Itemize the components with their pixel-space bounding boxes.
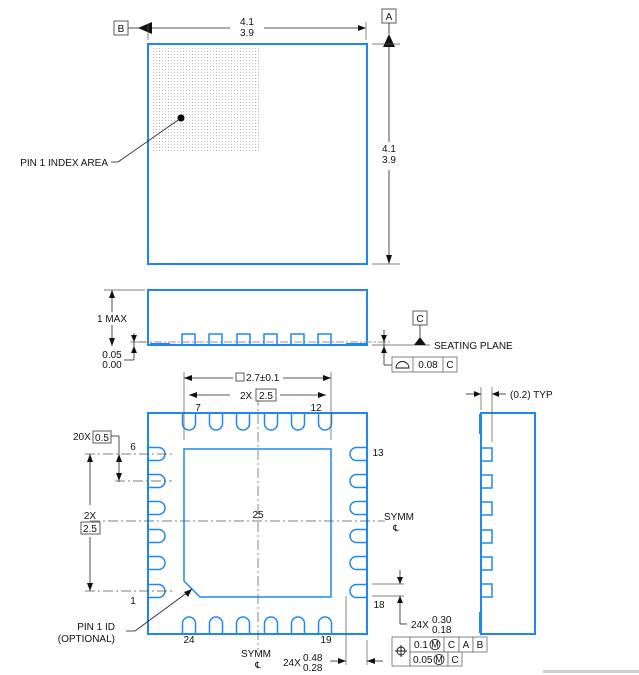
lead-pad	[290, 413, 306, 431]
lead-pad	[148, 555, 166, 571]
lead-length-max: 0.48	[303, 653, 323, 664]
flatness-datum: C	[446, 360, 453, 371]
lead-pad	[208, 413, 224, 431]
centerline-icon: ℄	[254, 660, 261, 670]
side-leads	[181, 333, 332, 346]
position-row2-datum-c: C	[451, 655, 458, 666]
datum-a-label: A	[386, 12, 393, 23]
left-span-value: 2.5	[83, 524, 97, 535]
lead-length-prefix: 24X	[283, 658, 301, 669]
position-control-frame: 0.1 M C A B 0.05 M C	[391, 636, 488, 667]
package-body-side	[147, 289, 368, 346]
bottom-leads	[148, 413, 367, 634]
pin-19-label: 19	[320, 635, 332, 646]
pin-25-label: 25	[252, 510, 264, 521]
pin-6-label: 6	[130, 442, 136, 453]
lead-pad	[317, 413, 333, 431]
pin1-id-line1: PIN 1 ID	[77, 622, 115, 633]
pin1-id-line2: (OPTIONAL)	[58, 634, 115, 645]
standoff-max: 0.05	[102, 350, 122, 361]
lead-pad	[317, 616, 333, 634]
flatness-control-frame: 0.08 C	[391, 356, 458, 373]
end-view: (0.2) TYP	[466, 387, 553, 635]
top-view: PIN 1 INDEX AREA B 4.1 3.9 A 4.1 3.9	[20, 8, 400, 265]
lead-length-min: 0.28	[303, 663, 323, 674]
lead-pad	[208, 616, 224, 634]
pin1-leader	[117, 117, 182, 163]
lead-pad	[181, 413, 197, 431]
lead-pad	[263, 413, 279, 431]
lead-pad	[349, 528, 367, 544]
side-view: 1 MAX 0.05 0.00 C SEATING PLANE 0.08 C	[97, 289, 513, 373]
lead-width-prefix: 24X	[411, 620, 429, 631]
position-icon	[395, 645, 407, 657]
side-height-label: 1 MAX	[97, 314, 127, 325]
datum-b-label: B	[118, 24, 125, 35]
lead-pad	[181, 616, 197, 634]
position-row1-value: 0.1	[414, 640, 428, 651]
datum-b-arrow-icon	[138, 22, 152, 34]
left-span-prefix: 2X	[84, 511, 97, 522]
symm-label-right: SYMM	[384, 512, 414, 523]
standoff-min: 0.00	[102, 360, 122, 371]
package-body-bottom	[147, 412, 368, 635]
pin-pitch-prefix: 20X	[73, 432, 91, 443]
pin-24-label: 24	[183, 635, 195, 646]
pin1-index-label: PIN 1 INDEX AREA	[20, 158, 108, 169]
exposed-pad	[183, 448, 332, 598]
lead-pad	[349, 473, 367, 489]
lead-pad	[349, 446, 367, 462]
profile-surface-icon	[395, 361, 410, 369]
pin-1-label: 1	[130, 596, 136, 607]
seating-plane-label: SEATING PLANE	[434, 341, 513, 352]
seating-plane-arrow-icon	[414, 337, 426, 345]
package-body-end	[480, 412, 536, 635]
symm-label-bottom: SYMM	[241, 649, 271, 660]
pin1-index-area	[151, 46, 259, 153]
end-view-typ-label: (0.2) TYP	[510, 390, 553, 401]
lead-pad	[349, 555, 367, 571]
square-symbol-icon	[235, 372, 245, 382]
bottom-view: 25 2.7±0.1 2X 2.5 7 12 20X 0.5 6	[58, 372, 488, 674]
datum-c-label: C	[416, 314, 423, 325]
centerline-icon: ℄	[392, 523, 399, 533]
lead-pad	[235, 616, 251, 634]
position-row2-value: 0.05	[413, 655, 433, 666]
mmc-modifier-icon: M	[431, 640, 439, 650]
height-min: 3.9	[382, 155, 396, 166]
pin-13-label: 13	[372, 448, 384, 459]
position-row1-datum-a: A	[463, 640, 470, 651]
end-leads	[480, 447, 493, 598]
package-body-top	[147, 43, 368, 265]
position-row1-datum-c: C	[448, 640, 455, 651]
mmc-modifier-icon: M	[435, 655, 443, 665]
pin-12-label: 12	[310, 403, 322, 414]
width-max: 4.1	[240, 17, 254, 28]
lead-pad	[148, 500, 166, 516]
lead-pad	[290, 616, 306, 634]
pitch-span-prefix: 2X	[240, 391, 253, 402]
lead-width-min: 0.18	[432, 625, 452, 636]
lead-pad	[235, 413, 251, 431]
pad-size: 2.7±0.1	[246, 373, 280, 384]
lead-pad	[148, 528, 166, 544]
pin-18-label: 18	[373, 600, 385, 611]
flatness-value: 0.08	[418, 360, 438, 371]
pitch-span-value: 2.5	[259, 391, 273, 402]
position-row1-datum-b: B	[477, 640, 484, 651]
height-max: 4.1	[382, 144, 396, 155]
lead-pad	[263, 616, 279, 634]
lead-pad	[349, 583, 367, 599]
datum-a-arrow-icon	[383, 34, 395, 47]
drawing-number-clipped	[543, 670, 639, 673]
pin-pitch-value: 0.5	[95, 433, 109, 444]
width-min: 3.9	[240, 28, 254, 39]
lead-pad	[349, 500, 367, 516]
pin-7-label: 7	[195, 403, 201, 414]
lead-width-max: 0.30	[432, 615, 452, 626]
